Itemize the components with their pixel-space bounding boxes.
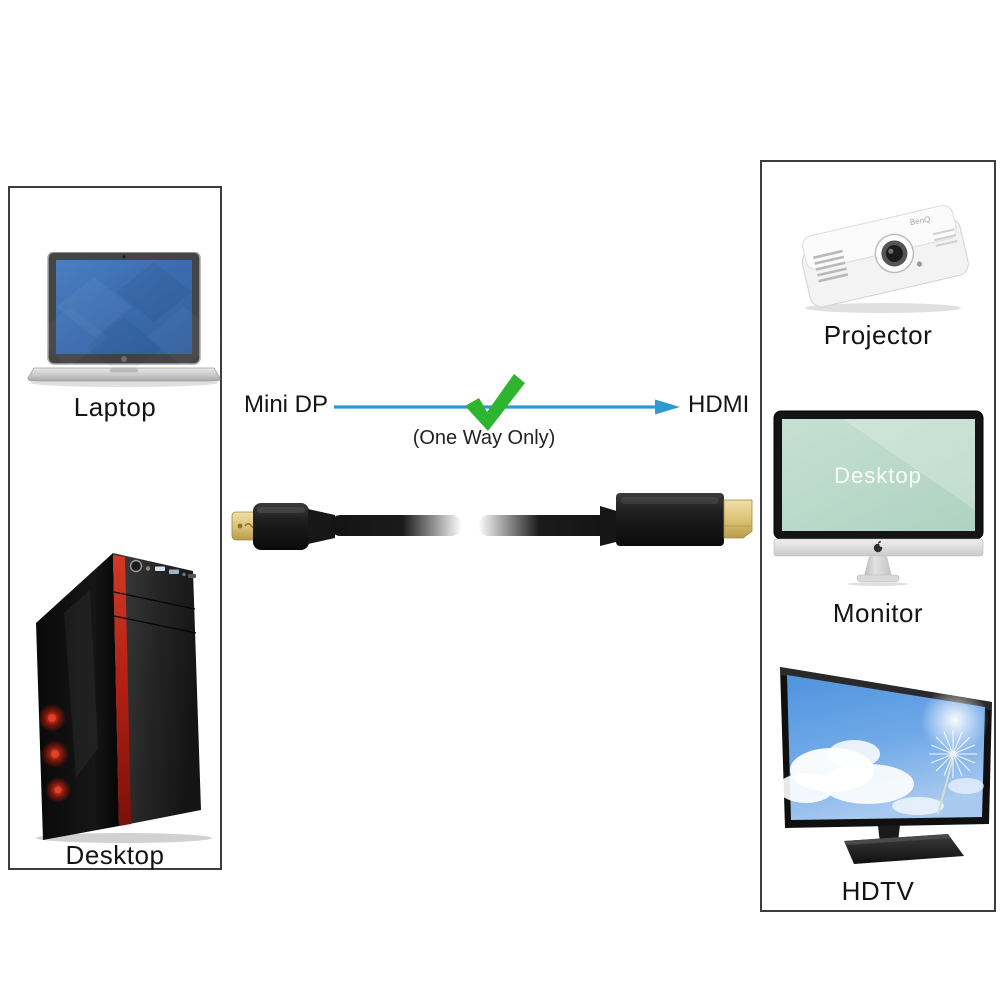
target-devices-box: BenQ Projector Desktop <box>760 160 996 912</box>
laptop-image <box>27 252 221 387</box>
monitor-screen-text: Desktop <box>834 463 922 488</box>
dandelion <box>929 730 977 815</box>
cable-image <box>231 493 753 550</box>
one-way-note: (One Way Only) <box>412 427 556 449</box>
hdtv-label: HDTV <box>841 876 915 906</box>
desktop-label: Desktop <box>65 840 165 870</box>
source-port-label: Mini DP <box>244 391 329 418</box>
svg-text:BenQ: BenQ <box>909 215 931 227</box>
laptop-label: Laptop <box>73 392 157 422</box>
monitor-image: Desktop <box>773 410 984 586</box>
monitor-label: Monitor <box>832 598 924 628</box>
mini-dp-connector <box>231 503 335 550</box>
source-devices-box: Laptop <box>8 186 222 870</box>
desktop-tower-image <box>36 553 212 843</box>
hdtv-image <box>778 667 992 864</box>
target-port-label: HDMI <box>688 391 750 418</box>
projector-image: BenQ <box>801 205 969 313</box>
hdmi-connector <box>600 493 753 546</box>
check-icon <box>465 374 525 431</box>
projector-label: Projector <box>823 320 933 350</box>
